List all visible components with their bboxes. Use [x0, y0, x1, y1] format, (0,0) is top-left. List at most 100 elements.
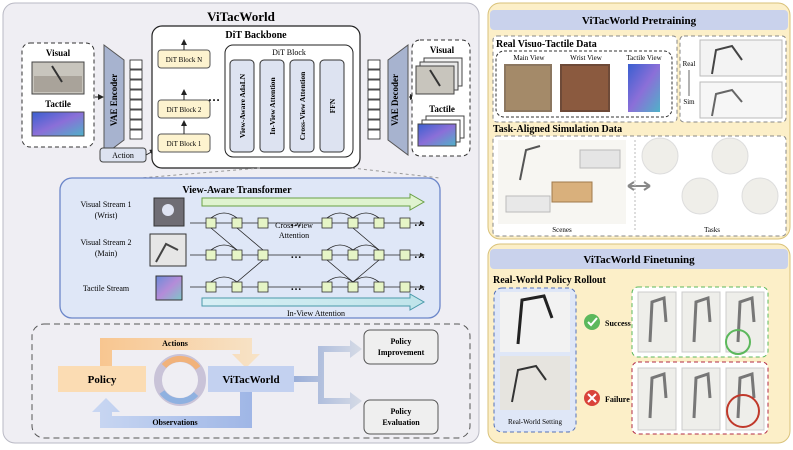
latent-token: [129, 69, 143, 80]
latent-token: [129, 59, 143, 70]
improvement-label-line2: Improvement: [378, 348, 425, 357]
robot-arm: [648, 371, 668, 419]
stream1-label-line1: Visual Stream 1: [80, 200, 131, 209]
cross-link: [236, 227, 264, 251]
output-visual-label: Visual: [430, 45, 455, 55]
actions-arrow: [100, 338, 260, 368]
ellipsis-dots: …: [291, 249, 302, 261]
token: [205, 249, 217, 261]
real-data-group: [495, 50, 673, 118]
input-visual-label: Visual: [46, 48, 71, 58]
latent-token: [367, 129, 381, 140]
world-box: [208, 366, 294, 392]
branch-arrows: [294, 340, 362, 410]
stream1-label-line2: (Wrist): [95, 211, 118, 220]
vat-title: View-Aware Transformer: [182, 185, 292, 196]
latent-token: [129, 99, 143, 110]
cross-view-label-line1: Cross-View: [275, 221, 313, 230]
real-label: Real: [683, 60, 696, 68]
token: [347, 281, 359, 293]
in-view-arc: [326, 212, 354, 219]
in-view-label: In-View Attention: [287, 309, 345, 318]
latent-token: [129, 109, 143, 120]
token: [373, 281, 385, 293]
latent-token: [367, 79, 381, 90]
token: [399, 249, 411, 261]
main-view-label: Main View: [513, 54, 545, 62]
evaluation-label-line1: Policy: [391, 407, 412, 416]
latent-token: [367, 99, 381, 110]
sim-label: Sim: [683, 98, 695, 106]
tactile-view-image: [628, 64, 660, 112]
failure-frame: [637, 367, 677, 431]
finetune-header: [490, 249, 788, 269]
world-label: ViTacWorld: [222, 374, 279, 386]
ellipsis-dots: …: [414, 249, 425, 261]
token: [257, 249, 269, 261]
left-title: ViTacWorld: [207, 9, 275, 24]
in-view-arrow: [201, 293, 426, 311]
scenes-label: Scenes: [552, 226, 572, 234]
token: [205, 217, 217, 229]
pretrain-title: ViTacWorld Pretraining: [582, 15, 697, 27]
failure-label: Failure: [605, 395, 630, 404]
in-view-arc: [352, 212, 380, 219]
cross-link: [352, 227, 380, 251]
task-circle-2: [711, 137, 749, 175]
in-view-arc: [326, 244, 354, 251]
observations-arrow: [92, 392, 252, 428]
latent-token: [367, 59, 381, 70]
token: [321, 217, 333, 229]
latent-token: [129, 89, 143, 100]
tactile-view-label: Tactile View: [626, 54, 662, 62]
finetune-panel: ViTacWorld Finetuning Real-World Policy …: [487, 243, 791, 444]
token: [231, 217, 243, 229]
output-tactile-image: [417, 123, 457, 147]
in-view-arc: [210, 276, 238, 283]
stream2-label-line1: Visual Stream 2: [80, 238, 131, 247]
sim-data-title: Task-Aligned Simulation Data: [493, 124, 622, 135]
dit-inner-column: [319, 59, 345, 153]
ellipsis-dots: …: [291, 217, 302, 229]
dit-inner-label: In-View Attention: [268, 76, 277, 134]
cross-link: [326, 259, 354, 283]
token: [257, 281, 269, 293]
setting-label: Real-World Setting: [508, 418, 563, 426]
policy-evaluation-box: [363, 399, 439, 435]
failure-frame: [681, 367, 721, 431]
token-grid: ………………: [190, 212, 425, 293]
cross-view-arrow: [201, 193, 426, 211]
token: [347, 249, 359, 261]
token: [373, 217, 385, 229]
token: [257, 217, 269, 229]
stream3-label: Tactile Stream: [83, 284, 130, 293]
latent-token: [367, 119, 381, 130]
ellipsis-dots: …: [291, 281, 302, 293]
tasks-label: Tasks: [704, 226, 720, 234]
token: [321, 281, 333, 293]
latent-token: [367, 69, 381, 80]
left-panel: ViTacWorld Visual Tactile VAE Encoder Ac…: [2, 2, 480, 444]
token: [399, 281, 411, 293]
tactile-thumb: [155, 275, 183, 301]
success-icon: [584, 314, 600, 330]
token: [347, 217, 359, 229]
in-view-arc: [210, 212, 238, 219]
robot-arm: [648, 295, 668, 343]
dit-inner-column: [259, 59, 285, 153]
ellipsis-dots: …: [414, 281, 425, 293]
dit-block-label: DiT Block N: [166, 56, 202, 64]
policy-improvement-box: [363, 329, 439, 365]
pretrain-panel: ViTacWorld Pretraining Real Visuo-Tactil…: [487, 2, 791, 240]
scenes-tasks-arrow: [627, 181, 651, 191]
vae-decoder: [387, 44, 409, 156]
output-tactile-label: Tactile: [429, 104, 455, 114]
success-frame: [725, 291, 765, 353]
dit-backbone-title: DiT Backbone: [225, 30, 287, 41]
policy-box: [58, 366, 146, 392]
latent-token: [129, 119, 143, 130]
dit-inner-column: [229, 59, 255, 153]
